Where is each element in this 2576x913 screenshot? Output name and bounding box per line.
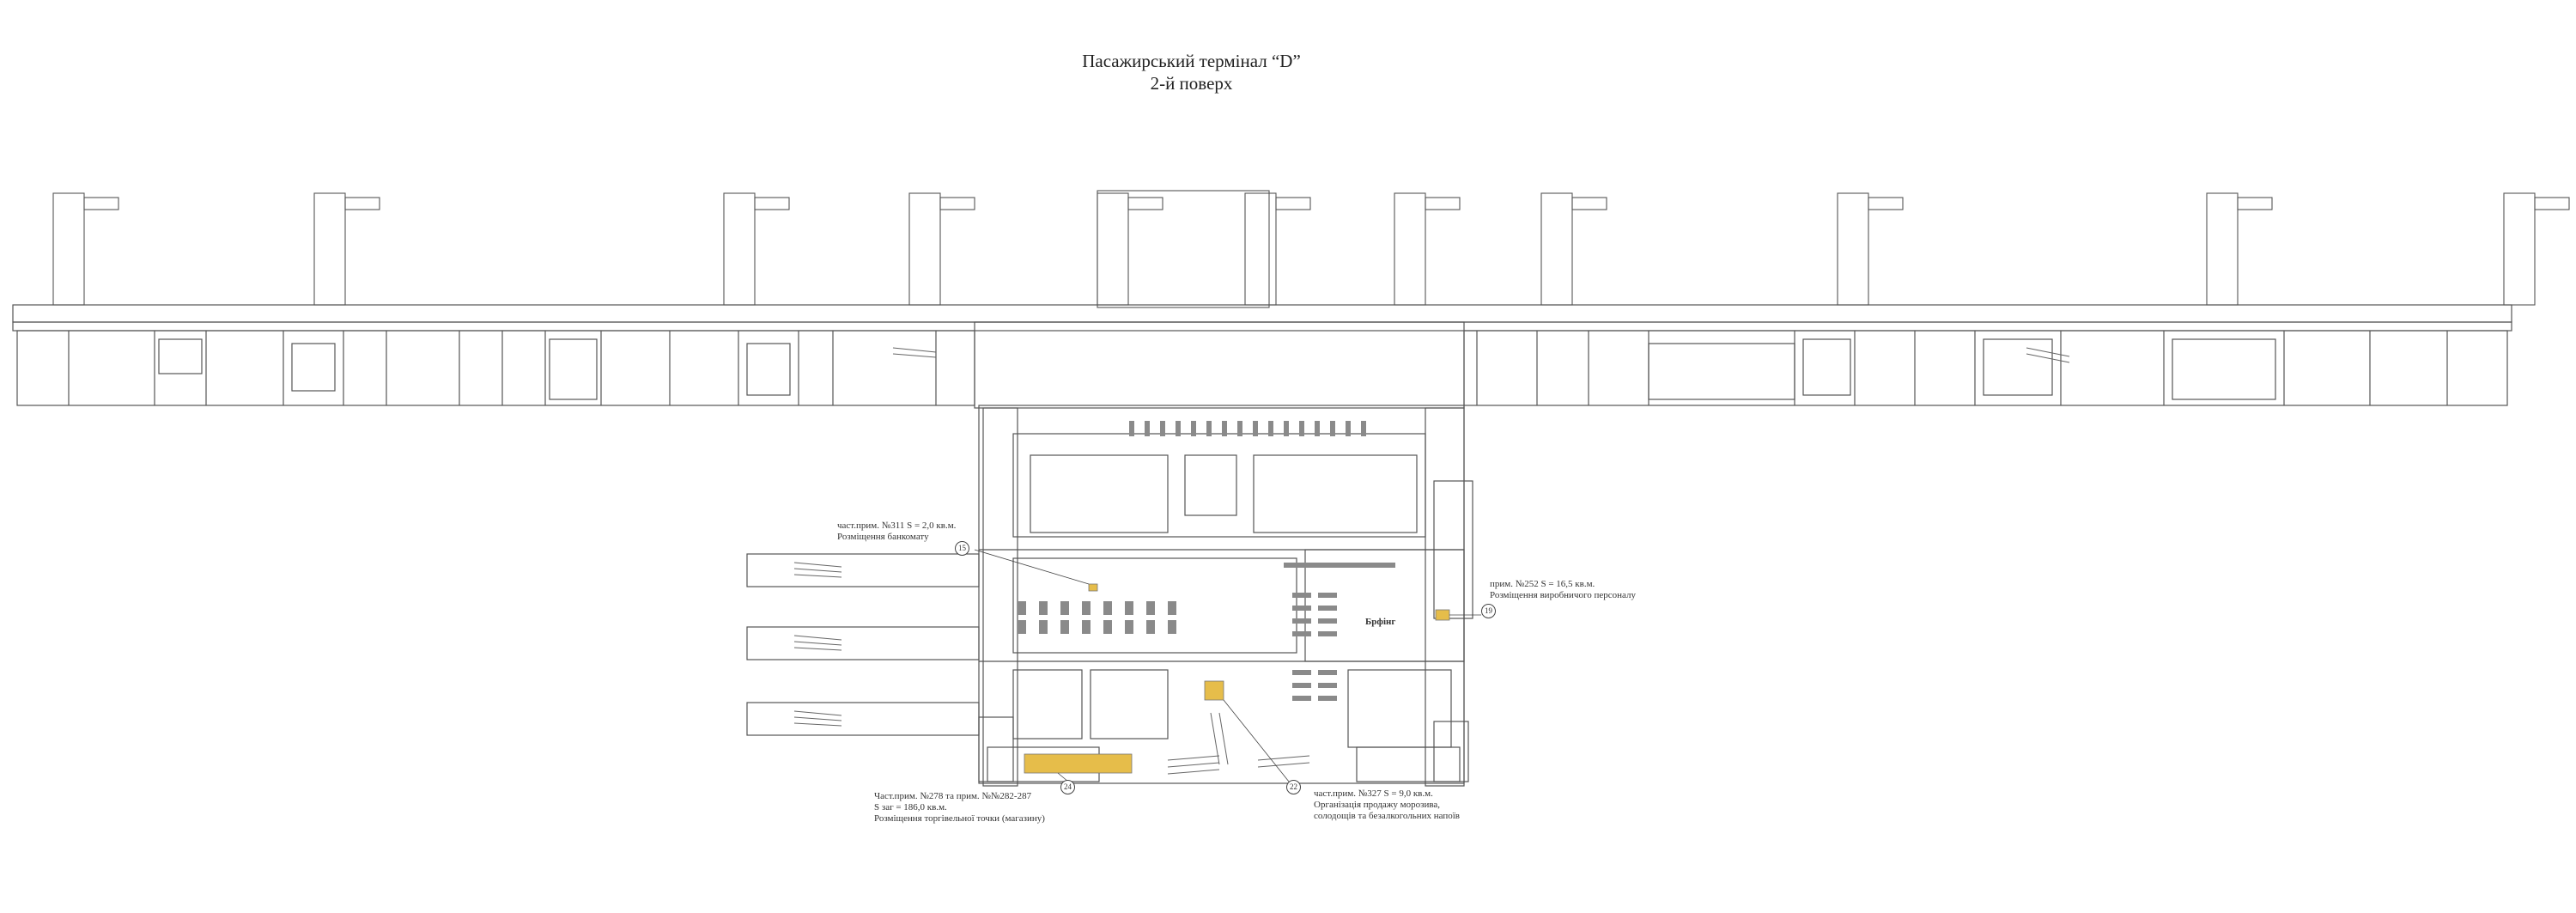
callout-15-line1: част.прим. №311 S = 2,0 кв.м.: [837, 520, 957, 531]
walls: [12, 304, 2512, 787]
stairs-escalators: [793, 347, 2070, 775]
callout-22-line2: Організація продажу морозива,: [1314, 800, 1441, 810]
seating-rows: [1018, 421, 1395, 701]
callout-22-number: 22: [1286, 780, 1301, 794]
area-24-highlight: [1024, 753, 1133, 774]
callout-19-line1: прим. №252 S = 16,5 кв.м.: [1490, 579, 1595, 589]
callout-19-line2: Розміщення виробничого персоналу: [1490, 590, 1636, 600]
plan-title: Пасажирський термінал “D”: [1082, 51, 1301, 71]
boarding-bridges: [52, 190, 2570, 308]
floor-label: 2-й поверх: [1150, 73, 1233, 94]
callout-19-number: 19: [1481, 604, 1496, 618]
callout-22-line1: част.прим. №327 S = 9,0 кв.м.: [1314, 788, 1433, 799]
callout-22-line3: солодощів та безалкогольних напоїв: [1314, 811, 1461, 821]
room-label-food-court: Брфінг: [1365, 617, 1396, 627]
callout-24-line1: Част.прим. №278 та прим. №№282-287: [874, 791, 1032, 801]
area-15-highlight: [1088, 583, 1098, 592]
area-19-highlight: [1435, 609, 1450, 621]
callout-15-number: 15: [955, 541, 969, 556]
callout-24-line2: S заг = 186,0 кв.м.: [874, 802, 947, 813]
area-22-highlight: [1204, 680, 1224, 701]
leader-lines: [974, 549, 1481, 787]
highlighted-areas: [1024, 583, 1450, 774]
callout-24-line3: Розміщення торгівельної точки (магазину): [874, 813, 1045, 824]
callout-15-line2: Розміщення банкомату: [837, 532, 929, 542]
callout-24-number: 24: [1060, 780, 1075, 794]
